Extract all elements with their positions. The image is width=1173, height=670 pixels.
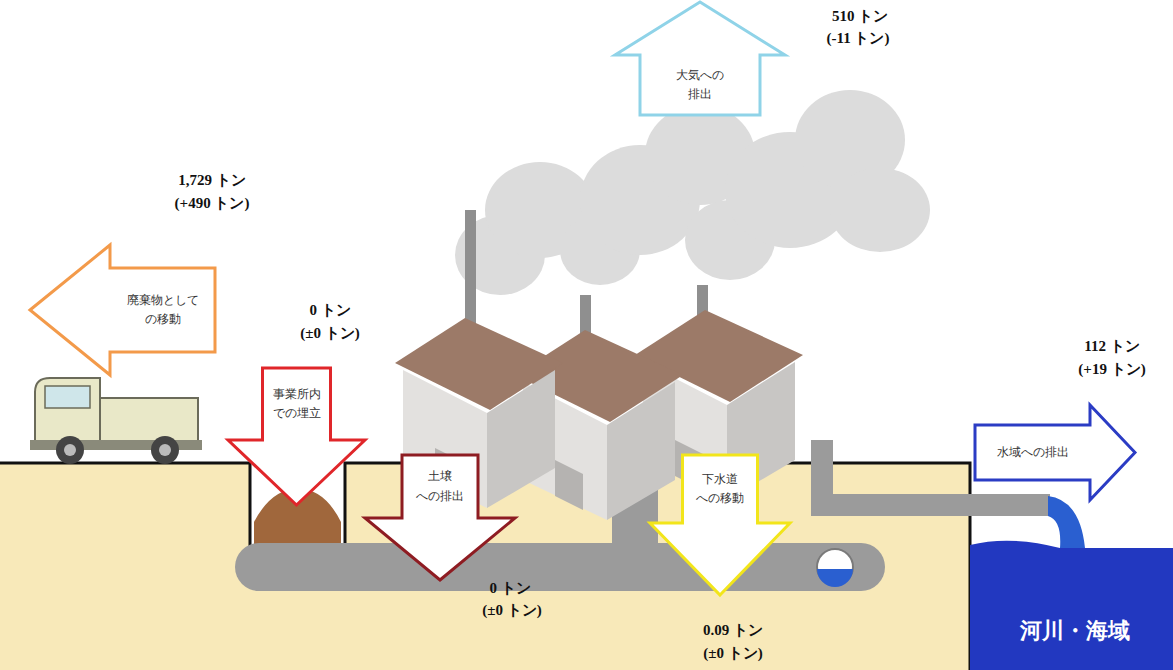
arrow-shape bbox=[30, 245, 215, 375]
amount-value: (±0 トン) bbox=[300, 323, 359, 343]
water bbox=[970, 541, 1173, 670]
waste-transfer-arrow: 廃棄物として の移動1,729 トン(+490 トン) bbox=[30, 245, 215, 375]
arrow-body: 水域への排出 bbox=[979, 428, 1086, 477]
pipe-water bbox=[817, 569, 853, 587]
arrow-label: 廃棄物として の移動 bbox=[124, 291, 202, 329]
arrow-body: 大気への 排出 bbox=[644, 58, 756, 112]
amount-value: 510 トン bbox=[832, 6, 888, 26]
water-splash bbox=[1048, 496, 1085, 548]
landfill-arrow: 事業所内 での埋立0 トン(±0 トン) bbox=[228, 368, 365, 505]
amount-value: (+490 トン) bbox=[175, 193, 250, 213]
arrow-label: 水域への排出 bbox=[997, 443, 1069, 462]
amount-value: 0.09 トン bbox=[703, 620, 763, 640]
sewer-transfer-arrow: 下水道 への移動0.09 トン(±0 トン) bbox=[650, 455, 790, 595]
amount-value: 112 トン bbox=[1084, 336, 1139, 356]
arrow-label: 大気への 排出 bbox=[673, 66, 727, 104]
arrow-outline bbox=[650, 455, 790, 595]
arrow-outline bbox=[30, 245, 215, 375]
arrow-body: 土壌 への排出 bbox=[406, 458, 474, 515]
arrow-body: 事業所内 での埋立 bbox=[267, 371, 327, 437]
water-body-label: 河川・海域 bbox=[990, 616, 1160, 646]
arrow-outline bbox=[365, 455, 515, 580]
amount-value: 1,729 トン bbox=[178, 170, 246, 190]
arrow-label: 事業所内 での埋立 bbox=[270, 385, 324, 423]
amount-value: 0 トン bbox=[309, 300, 350, 320]
amount-value: 0 トン bbox=[489, 578, 530, 598]
smoke bbox=[455, 90, 930, 295]
truck bbox=[30, 378, 202, 464]
amount-value: (±0 トン) bbox=[482, 600, 541, 620]
soil-emission-arrow: 土壌 への排出0 トン(±0 トン) bbox=[365, 455, 515, 580]
amount-value: (±0 トン) bbox=[703, 643, 762, 663]
arrow-outline bbox=[228, 368, 365, 505]
arrow-label: 下水道 への移動 bbox=[693, 470, 747, 508]
arrow-body: 廃棄物として の移動 bbox=[114, 271, 211, 349]
arrow-outline bbox=[615, 2, 785, 115]
amount-value: (-11 トン) bbox=[827, 28, 890, 48]
sewer-pipe bbox=[235, 543, 885, 591]
air-emission-arrow: 大気への 排出510 トン(-11 トン) bbox=[615, 2, 785, 115]
amount-value: (+19 トン) bbox=[1078, 359, 1145, 379]
water-emission-arrow: 水域への排出112 トン(+19 トン) bbox=[975, 405, 1135, 500]
arrow-label: 土壌 への排出 bbox=[413, 467, 467, 505]
arrow-body: 下水道 への移動 bbox=[687, 458, 754, 520]
arrow-outline bbox=[975, 405, 1135, 500]
